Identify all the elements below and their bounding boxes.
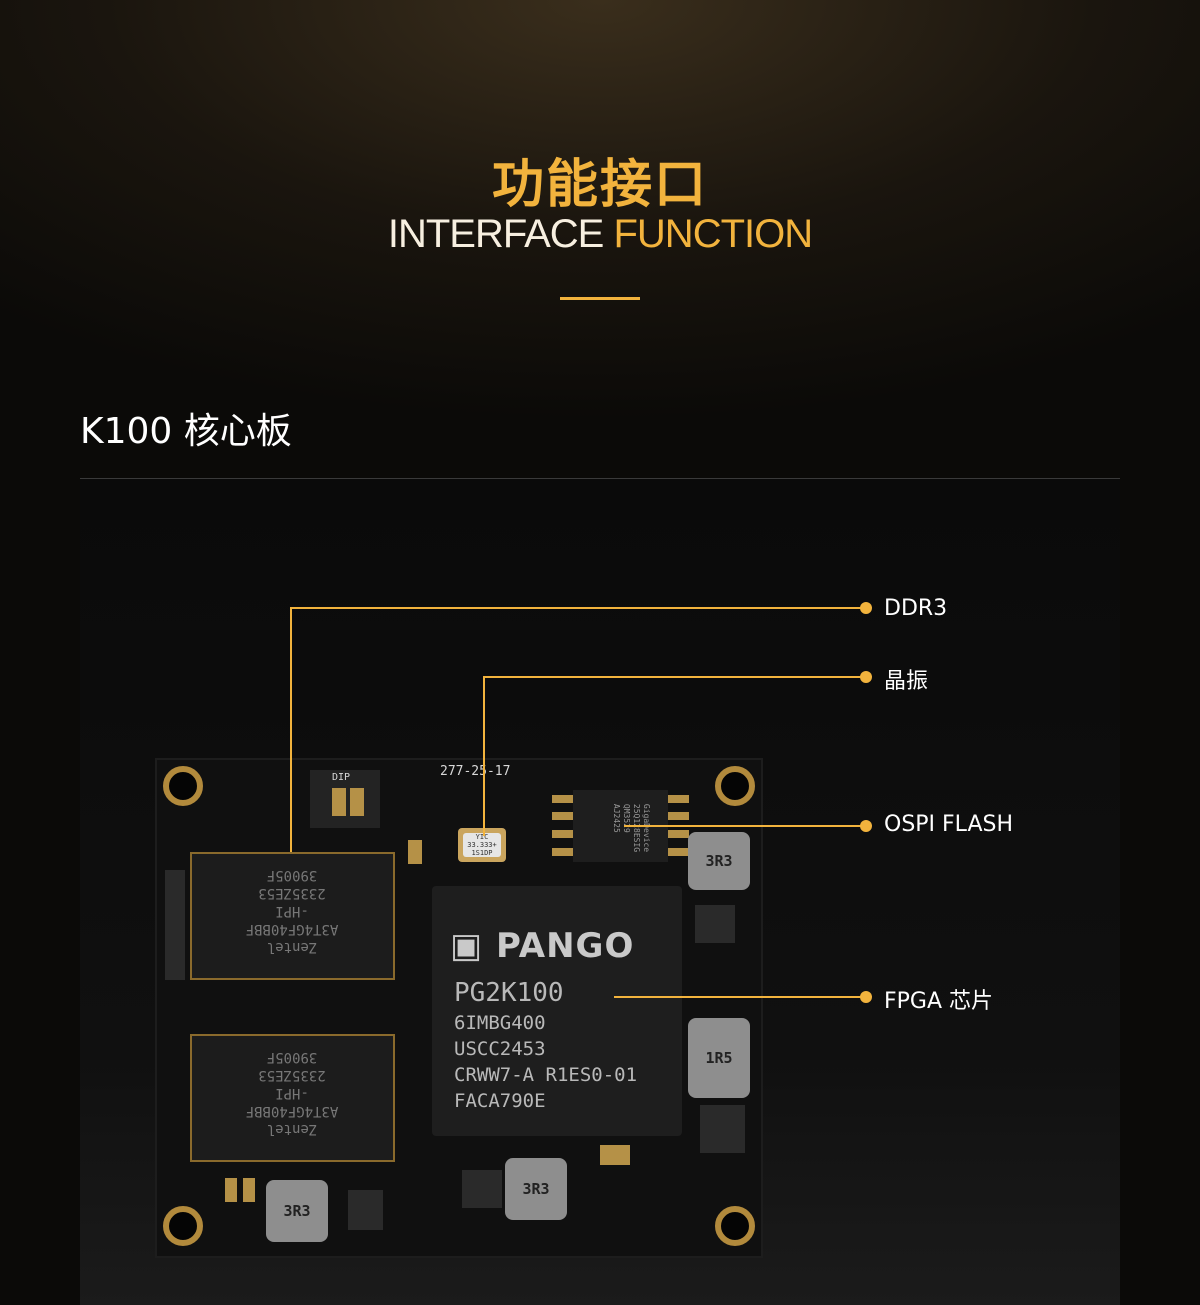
crystal-marking: YIC 33.333+ 1S1DP	[463, 833, 501, 857]
power-inductor: 3R3	[505, 1158, 567, 1220]
callout-line-crystal	[483, 676, 485, 836]
flash-pin	[552, 812, 573, 820]
ram-marking: Zentel A3T4GF40BBF -HPI 2335ZE53 39005F	[202, 1048, 382, 1138]
callout-line-ddr3	[290, 607, 866, 609]
flash-line: AJ2425	[612, 803, 622, 833]
flash-pin	[668, 795, 689, 803]
ram-line: 2335ZE53	[258, 1067, 326, 1083]
fpga-marking: USCC2453	[454, 1038, 546, 1060]
page-subtitle: INTERFACE FUNCTION	[0, 212, 1200, 257]
smd-pad	[408, 840, 422, 864]
callout-line-flash	[624, 825, 866, 827]
header-area: 功能接口 INTERFACE FUNCTION	[0, 0, 1200, 320]
callout-label-crystal: 晶振	[884, 669, 929, 694]
power-inductor: 1R5	[688, 1018, 750, 1098]
dip-label: DIP	[332, 772, 351, 783]
callout-dot-icon	[860, 991, 872, 1003]
flash-pin	[552, 830, 573, 838]
ram-line: -HPI	[275, 1085, 309, 1101]
page-title: 功能接口	[491, 155, 708, 215]
crystal-line: YIC	[475, 833, 489, 841]
board-silkscreen: 277-25-17	[440, 764, 511, 779]
smd-component	[462, 1170, 502, 1208]
crystal-oscillator: YIC 33.333+ 1S1DP	[458, 828, 506, 862]
ddr3-chip-2: Zentel A3T4GF40BBF -HPI 2335ZE53 39005F	[190, 1034, 395, 1162]
title-underline	[560, 297, 640, 300]
smd-component	[348, 1190, 383, 1230]
fpga-brand: PANGO	[495, 926, 635, 966]
crystal-line: 1S1DP	[471, 849, 493, 857]
inductor-label: 1R5	[705, 1049, 733, 1067]
mount-hole-icon	[163, 766, 203, 806]
smd-component	[165, 870, 185, 980]
mount-hole-icon	[163, 1206, 203, 1246]
ram-line: -HPI	[275, 903, 309, 919]
mount-hole-icon	[715, 1206, 755, 1246]
inductor-label: 3R3	[522, 1180, 550, 1198]
inductor-label: 3R3	[705, 852, 733, 870]
callout-label-fpga: FPGA 芯片	[884, 989, 994, 1014]
flash-line: 25Q128ESIG	[632, 803, 642, 853]
callout-label-ddr3: DDR3	[884, 596, 948, 621]
pango-logo: ▣ PANGO	[450, 926, 635, 966]
fpga-model: PG2K100	[454, 978, 564, 1008]
ram-line: Zentel	[266, 939, 318, 955]
callout-dot-icon	[860, 820, 872, 832]
section-divider	[80, 478, 1120, 479]
smd-component	[700, 1105, 745, 1153]
subtitle-word-1: INTERFACE	[387, 212, 604, 256]
flash-pin	[552, 795, 573, 803]
callout-line-crystal	[483, 676, 866, 678]
ram-line: Zentel	[266, 1121, 318, 1137]
inductor-label: 3R3	[283, 1202, 311, 1220]
callout-dot-icon	[860, 671, 872, 683]
crystal-line: 33.333+	[467, 841, 497, 849]
flash-pin	[668, 830, 689, 838]
flash-marking: GigaDevice 25Q128ESIG QM3529 AJ2425	[611, 804, 651, 852]
callout-line-fpga	[614, 996, 866, 998]
dip-lever	[350, 788, 364, 816]
callout-line-ddr3	[290, 607, 292, 852]
power-inductor: 3R3	[688, 832, 750, 890]
section-title: K100 核心板	[80, 411, 292, 452]
power-inductor: 3R3	[266, 1180, 328, 1242]
flash-line: QM3529	[622, 803, 632, 833]
fpga-marking: CRWW7-A R1ES0-01	[454, 1064, 638, 1086]
ram-line: A3T4GF40BBF	[245, 921, 339, 937]
smd-component	[695, 905, 735, 943]
fpga-marking: FACA790E	[454, 1090, 546, 1112]
ram-marking: Zentel A3T4GF40BBF -HPI 2335ZE53 39005F	[202, 866, 382, 956]
mount-hole-icon	[715, 766, 755, 806]
callout-dot-icon	[860, 602, 872, 614]
flash-pin	[668, 812, 689, 820]
fpga-marking: 6IMBG400	[454, 1012, 546, 1034]
fpga-chip: ▣ PANGO PG2K100 6IMBG400 USCC2453 CRWW7-…	[432, 886, 682, 1136]
smd-pad	[243, 1178, 255, 1202]
flash-pin	[552, 848, 573, 856]
dip-lever	[332, 788, 346, 816]
ram-line: 39005F	[266, 1049, 318, 1065]
callout-label-flash: OSPI FLASH	[884, 812, 1014, 837]
ram-line: A3T4GF40BBF	[245, 1103, 339, 1119]
dip-switch: DIP	[310, 770, 380, 828]
ram-line: 2335ZE53	[258, 885, 326, 901]
flash-pin	[668, 848, 689, 856]
ddr3-chip-1: Zentel A3T4GF40BBF -HPI 2335ZE53 39005F	[190, 852, 395, 980]
ram-line: 39005F	[266, 867, 318, 883]
subtitle-word-2: FUNCTION	[613, 212, 813, 256]
smd-pad	[600, 1145, 630, 1165]
smd-pad	[225, 1178, 237, 1202]
flash-line: GigaDevice	[642, 803, 652, 853]
